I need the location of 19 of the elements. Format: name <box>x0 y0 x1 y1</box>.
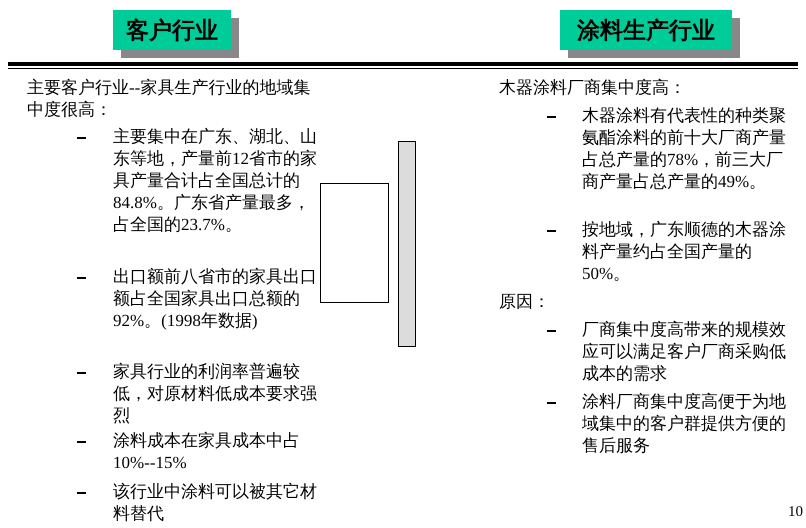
paragraph-text: 主要客户行业--家具生产行业的地域集中度很高： <box>27 77 312 121</box>
bullet-text: 涂料厂商集中度高便于为地域集中的客户群提供方便的售后服务 <box>582 391 787 457</box>
paragraph-text: 木器涂料厂商集中度高： <box>499 77 687 99</box>
heading-banner <box>113 10 231 50</box>
page-number: 10 <box>788 505 803 520</box>
bullet-text: 该行业中涂料可以被其它材料替代 <box>113 481 318 525</box>
paragraph-text: 原因： <box>499 291 551 313</box>
bullet-text: 主要集中在广东、湖北、山东等地，产量前12省市的家具产量合计占全国总计的84.8%。广东省产量最多，占全国的23.7%。 <box>113 126 318 236</box>
bullet-text: 出口额前八省市的家具出口额占全国家具出口总额的92%。(1998年数据) <box>113 266 318 332</box>
heading-text: 客户行业 <box>126 16 218 44</box>
bullet-text: 木器涂料有代表性的种类聚氨酯涂料的前十大厂商产量占总产量的78%，前三大厂商产量占总产量的49%。 <box>582 105 787 193</box>
heading-banner <box>560 10 732 50</box>
bullet-text: 涂料成本在家具成本中占10%--15% <box>113 430 301 474</box>
empty-rectangle <box>320 183 389 303</box>
heading-text: 涂料生产行业 <box>577 16 715 44</box>
bullet-text: 厂商集中度高带来的规模效应可以满足客户厂商采购低成本的需求 <box>582 319 787 385</box>
bullet-text: 家具行业的利润率普遍较低，对原材料低成本要求强烈 <box>113 361 318 427</box>
bullet-text: 按地域，广东顺德的木器涂料产量约占全国产量的50%。 <box>582 219 787 285</box>
vertical-bar <box>398 141 416 347</box>
